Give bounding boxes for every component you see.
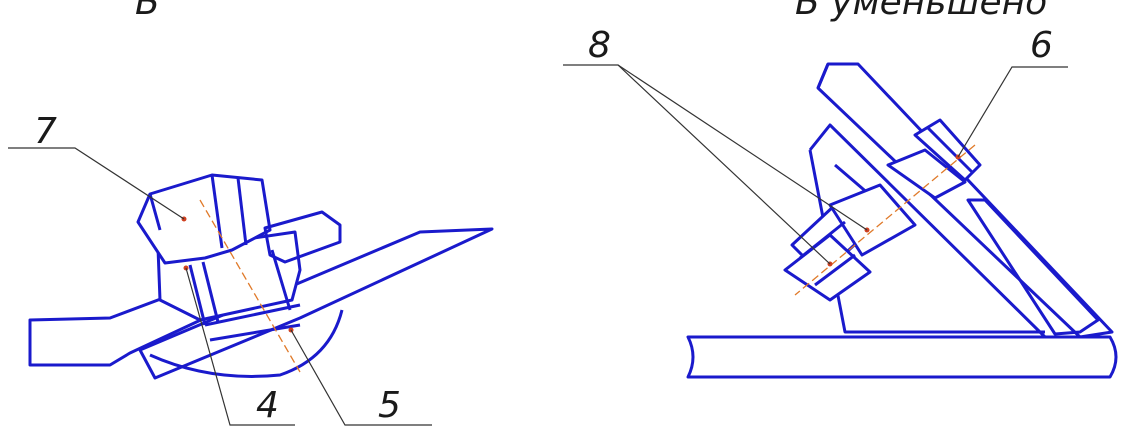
- left-view: Б 7 4 5: [8, 0, 494, 426]
- leader-7: [8, 147, 185, 220]
- angle-bracket: [808, 123, 1047, 339]
- leader-8: [563, 64, 831, 265]
- nut-7: [136, 173, 272, 265]
- base-plate: [686, 335, 1118, 379]
- callout-6: 6: [1030, 25, 1053, 66]
- callout-8: 8: [588, 25, 611, 66]
- right-view: Б уменьшено 8 6: [563, 0, 1118, 379]
- inclined-plate: [138, 227, 494, 380]
- leader-5: [290, 329, 432, 426]
- leader-6: [957, 66, 1068, 158]
- washer: [263, 210, 342, 264]
- leader-4: [185, 267, 295, 426]
- right-view-title: Б уменьшено: [795, 0, 1047, 23]
- gusset-arc: [149, 309, 344, 378]
- callout-4: 4: [256, 385, 279, 426]
- callout-5: 5: [378, 385, 401, 426]
- callout-7: 7: [34, 111, 57, 152]
- beam-hatch: [966, 198, 1100, 336]
- left-bar: [28, 286, 207, 367]
- left-view-title: Б: [135, 0, 160, 23]
